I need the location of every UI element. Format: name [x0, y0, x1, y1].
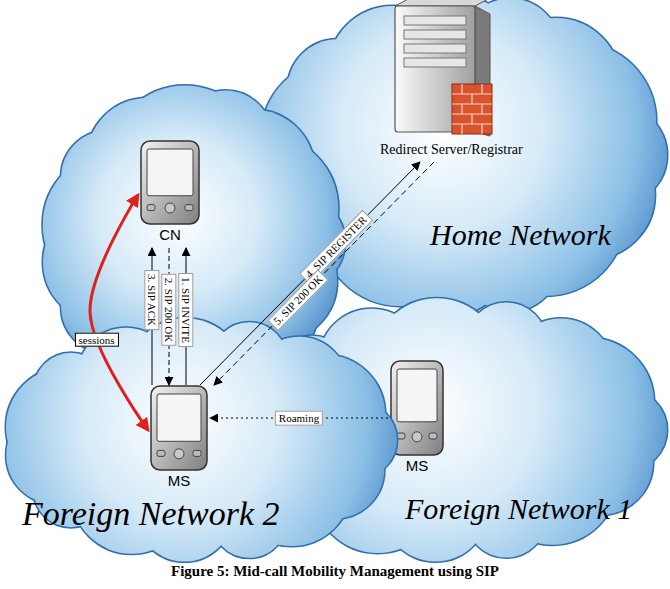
network-name: Home Network [430, 218, 611, 251]
cloud-puff [265, 355, 385, 475]
brick-joint [461, 124, 462, 134]
device-key [397, 433, 405, 439]
drive-bay [404, 30, 466, 39]
device-label: CN [138, 227, 202, 244]
device-screen [157, 394, 201, 441]
cloud-puff [265, 355, 385, 475]
device-key [157, 450, 165, 456]
cloud-puff [271, 443, 352, 524]
cloud-puff [242, 394, 347, 499]
cloud-puff [498, 42, 656, 200]
device-key [185, 205, 193, 211]
cloud-fill [241, 298, 667, 561]
brick-joint [481, 124, 482, 134]
device-key [429, 433, 437, 439]
cloud-fill [261, 0, 667, 316]
device-label: MS [388, 458, 446, 475]
cloud-puff [189, 134, 338, 283]
drive-bay [404, 44, 466, 53]
cloud-puff [242, 394, 347, 499]
cloud-puff [189, 134, 338, 283]
cloud-fill [6, 318, 397, 561]
device-button [165, 203, 175, 213]
brick-joint [461, 84, 462, 94]
cloud-outline [261, 0, 667, 316]
device-screen [147, 149, 193, 196]
figure-caption: Figure 5: Mid-call Mobility Management u… [0, 563, 670, 580]
brick-joint [481, 104, 482, 114]
brick-joint [471, 114, 472, 124]
cloud-outline [6, 318, 397, 561]
network-name: Foreign Network 2 [22, 495, 280, 532]
cloud-outline [241, 298, 667, 561]
device-screen [397, 369, 437, 422]
brick-joint [471, 94, 472, 104]
server-node: Redirect Server/Registrar [380, 2, 560, 162]
server-top [395, 0, 490, 6]
device-key [147, 205, 155, 211]
device-button [174, 449, 184, 459]
mobile-device: MS [388, 360, 446, 480]
device-body [141, 141, 199, 224]
firewall-symbol [452, 84, 492, 134]
drive-bay [404, 58, 466, 67]
mobile-device: CN [138, 140, 202, 248]
device-body [391, 361, 443, 455]
cloud-puff [241, 351, 371, 481]
device-key [193, 450, 201, 456]
server-label: Redirect Server/Registrar [380, 142, 523, 157]
cloud-puff [498, 42, 656, 200]
cloud-puff [524, 338, 654, 468]
drive-bay [404, 16, 466, 25]
firewall-wall [452, 84, 492, 134]
brick-joint [461, 104, 462, 114]
network-cloud: Foreign Network 2 MS [0, 315, 400, 565]
brick-joint [481, 84, 482, 94]
device-body [151, 386, 207, 470]
mobile-device: MS [148, 385, 210, 495]
cloud-puff [241, 351, 371, 481]
network-name: Foreign Network 1 [405, 492, 632, 525]
device-label: MS [148, 473, 210, 490]
device-button [412, 432, 422, 442]
cloud-puff [524, 338, 654, 468]
cloud-puff [271, 443, 352, 524]
server-shape [380, 2, 560, 162]
